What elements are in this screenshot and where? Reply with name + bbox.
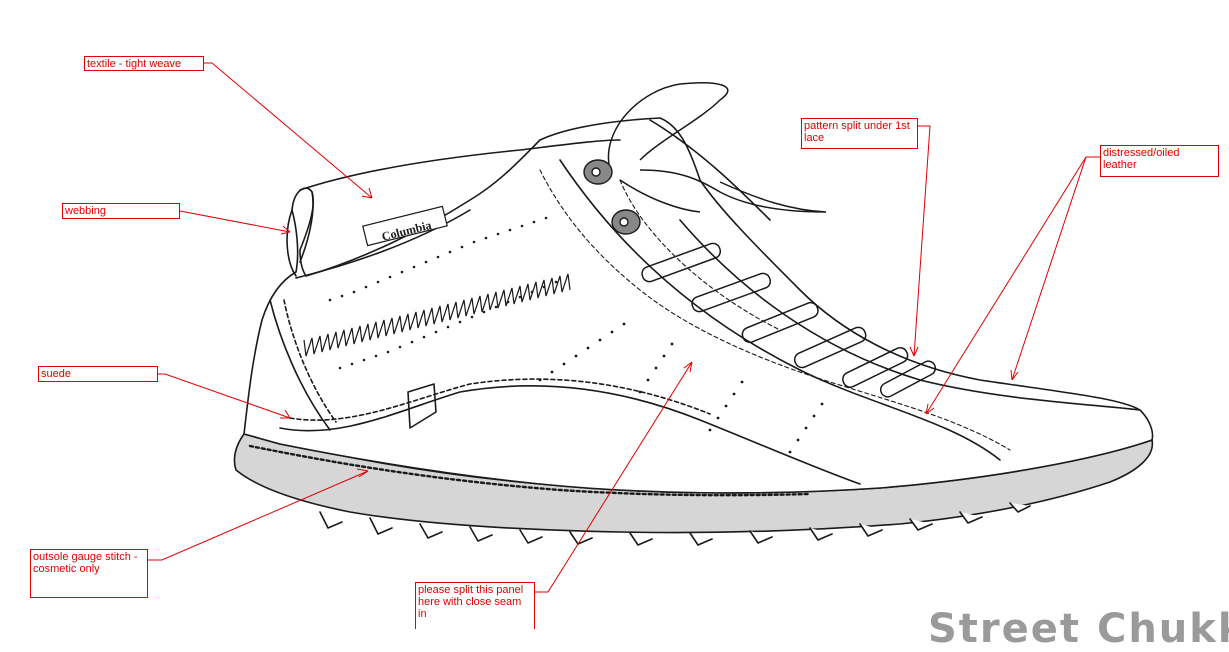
leader-distressed-1	[1010, 156, 1100, 381]
shoe-upper	[243, 117, 1154, 494]
leader-split	[535, 361, 693, 593]
outsole-lugs	[319, 502, 1031, 546]
eyelets	[583, 159, 641, 235]
callout-suede: suede	[38, 366, 158, 382]
shoe-drawing: Columbia	[148, 62, 1154, 593]
callout-gauge-stitch: outsole gauge stitch - cosmetic only	[30, 549, 148, 598]
partial-title: Street Chukk	[928, 606, 1229, 652]
callout-textile: textile - tight weave	[84, 56, 204, 71]
gauge-stitch	[248, 444, 810, 497]
callout-webbing: webbing	[62, 203, 180, 219]
lace-loop	[607, 82, 729, 171]
leader-gauge	[148, 468, 369, 561]
leader-distressed-2	[925, 156, 1087, 415]
leader-pattern	[909, 125, 931, 357]
callout-split-panel: please split this panel here with close …	[415, 582, 535, 629]
leader-webbing	[179, 210, 291, 235]
callout-pattern-split: pattern split under 1st lace	[801, 118, 918, 149]
perforations	[328, 216, 824, 454]
webbing-loop	[286, 191, 314, 277]
leader-suede	[158, 373, 291, 419]
leader-textile	[204, 62, 373, 199]
callout-distressed: distressed/oiled leather	[1100, 145, 1219, 177]
lace-end	[639, 169, 827, 213]
zipper	[303, 273, 571, 357]
